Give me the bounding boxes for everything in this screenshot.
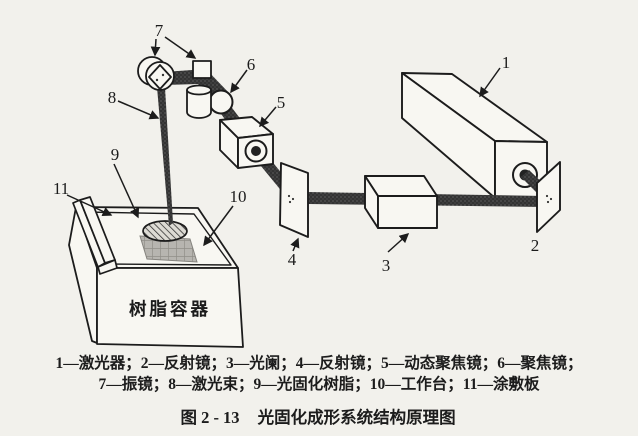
galvo-assembly — [137, 56, 212, 119]
beam-8-vertical — [157, 87, 173, 226]
callout-arrows — [66, 36, 501, 253]
arrow-8 — [117, 100, 160, 120]
mirror-2 — [536, 161, 561, 233]
galvo-motor-top — [186, 84, 212, 96]
vat-front-face — [96, 267, 244, 348]
label-5: 5 — [277, 93, 286, 112]
label-4: 4 — [288, 250, 297, 269]
arrow-7b — [164, 36, 197, 59]
mirror-2-spot-mark — [545, 194, 553, 204]
galvo-motor-cylinder — [186, 90, 212, 119]
aperture-box — [364, 175, 438, 229]
vat-left-face — [68, 206, 98, 344]
figure-caption-title: 光固化成形系统结构原理图 — [257, 407, 456, 427]
legend-line-1: 1—激光器；2—反射镜；3—光阑；4—反射镜；5—动态聚焦镜；6—聚焦镜； — [55, 353, 582, 372]
label-10: 10 — [230, 187, 247, 206]
arrow-6 — [230, 69, 248, 94]
arrow-4 — [290, 237, 300, 252]
galvo-mirror-rect — [192, 60, 212, 79]
vat-label-text: 树脂容器 — [129, 299, 211, 319]
label-3: 3 — [382, 256, 391, 275]
mirror-4-spot-mark — [287, 194, 295, 204]
label-7: 7 — [155, 21, 164, 40]
arrow-9 — [113, 163, 140, 219]
part-number-labels: 1 2 3 4 5 6 7 8 9 10 11 — [53, 21, 539, 275]
galvo-diamond-dots — [155, 73, 165, 82]
label-8: 8 — [108, 88, 117, 107]
arrow-3 — [387, 233, 410, 253]
label-1: 1 — [502, 53, 511, 72]
galvo-diamond-mirror — [148, 64, 172, 90]
figure-caption-number: 图 2 - 13 — [180, 408, 239, 427]
label-2: 2 — [531, 236, 540, 255]
coater-blade-end-face — [97, 259, 118, 275]
figure-caption: 图 2 - 13 光固化成形系统结构原理图 — [180, 407, 455, 427]
arrow-1 — [479, 67, 501, 98]
label-6: 6 — [247, 55, 256, 74]
aperture-front-face — [377, 195, 438, 229]
focus-lens — [208, 89, 234, 115]
cured-resin-part — [142, 220, 188, 242]
arrow-7a — [150, 38, 161, 57]
legend-line-2: 7—振镜；8—激光束；9—光固化树脂；10—工作台；11—涂敷板 — [99, 374, 540, 393]
label-11: 11 — [53, 179, 69, 198]
mirror-4 — [279, 162, 309, 238]
arrow-5 — [259, 106, 277, 128]
arrow-10 — [203, 205, 234, 247]
coater-blade — [72, 196, 118, 275]
label-9: 9 — [111, 145, 120, 164]
arrow-11 — [66, 194, 113, 217]
focusbox-lens-hole — [251, 146, 261, 156]
